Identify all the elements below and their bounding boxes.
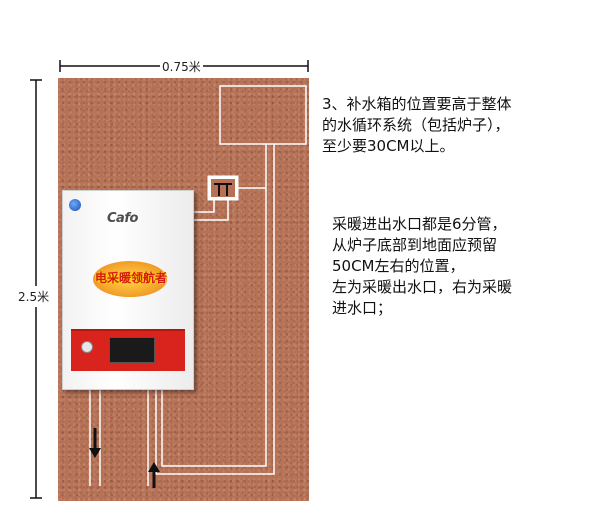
valve-connector-pipes	[192, 187, 266, 221]
note1-line: 3、补水箱的位置要高于整体	[322, 95, 512, 113]
note2-line: 从炉子底部到地面应预留	[332, 236, 498, 254]
display-screen	[109, 337, 155, 363]
heater-brand: Cafo	[107, 211, 138, 226]
control-panel	[71, 329, 185, 371]
valve-box	[207, 175, 239, 201]
down-arrow-icon	[89, 428, 101, 458]
note2-line: 左为采暖出水口，右为采暖	[332, 278, 513, 296]
note-pipe-spec: 采暖进出水口都是6分管， 从炉子底部到地面应预留 50CM左右的位置， 左为采暖…	[332, 214, 512, 319]
note2-line: 50CM左右的位置，	[332, 257, 465, 275]
slogan-ribbon-icon	[93, 261, 167, 297]
note-tank-height: 3、补水箱的位置要高于整体 的水循环系统（包括炉子）， 至少要30CM以上。	[322, 94, 512, 157]
brand-dot-icon	[69, 199, 81, 211]
knob-icon	[81, 341, 93, 353]
width-label: 0.75米	[160, 58, 203, 75]
electric-boiler: Cafo 电采暖领航者	[62, 190, 194, 390]
note2-line: 采暖进出水口都是6分管，	[332, 215, 507, 233]
up-arrow-icon	[148, 462, 160, 488]
note1-line: 的水循环系统（包括炉子），	[322, 116, 510, 134]
note2-line: 进水口；	[332, 299, 393, 317]
heater-slogan: 电采暖领航者	[94, 271, 167, 285]
note1-line: 至少要30CM以上。	[322, 137, 455, 155]
heater-outlet-pipes	[89, 388, 149, 486]
tank-supply-pipe	[155, 144, 275, 475]
expansion-tank	[219, 85, 307, 145]
height-label: 2.5米	[18, 286, 50, 307]
